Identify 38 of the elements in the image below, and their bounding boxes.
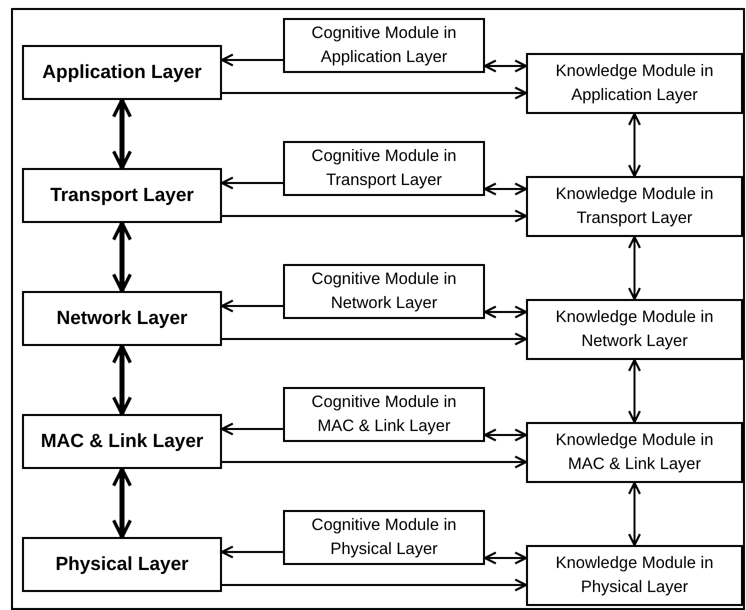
knowledge-module-box: Knowledge Module in Application Layer bbox=[526, 53, 743, 114]
cognitive-module-box: Cognitive Module in Transport Layer bbox=[283, 141, 485, 196]
arrow bbox=[484, 182, 528, 196]
arrow bbox=[628, 236, 641, 300]
arrow bbox=[222, 86, 528, 100]
arrow bbox=[484, 60, 528, 72]
arrow bbox=[220, 54, 283, 66]
arrow bbox=[484, 552, 528, 564]
arrow bbox=[220, 546, 283, 558]
arrow bbox=[222, 578, 528, 592]
arrow bbox=[628, 358, 641, 424]
arrow bbox=[628, 112, 641, 178]
layer-box: MAC & Link Layer bbox=[22, 414, 222, 469]
arrow bbox=[222, 332, 528, 346]
arrow bbox=[222, 456, 528, 468]
arrow bbox=[112, 221, 132, 293]
layer-box: Physical Layer bbox=[22, 537, 222, 592]
arrow bbox=[112, 344, 132, 416]
cognitive-module-box: Cognitive Module in Physical Layer bbox=[283, 510, 485, 565]
layer-box: Network Layer bbox=[22, 291, 222, 346]
arrow bbox=[222, 210, 528, 222]
arrow bbox=[628, 482, 641, 546]
layer-box: Application Layer bbox=[22, 45, 222, 100]
arrow bbox=[220, 176, 283, 190]
arrow bbox=[112, 467, 132, 539]
layer-box: Transport Layer bbox=[22, 168, 222, 223]
knowledge-module-box: Knowledge Module in MAC & Link Layer bbox=[526, 422, 743, 483]
arrow bbox=[484, 428, 528, 442]
arrow bbox=[484, 306, 528, 318]
knowledge-module-box: Knowledge Module in Network Layer bbox=[526, 299, 743, 360]
cognitive-module-box: Cognitive Module in MAC & Link Layer bbox=[283, 387, 485, 442]
cognitive-module-box: Cognitive Module in Application Layer bbox=[283, 18, 485, 73]
arrow bbox=[220, 300, 283, 312]
knowledge-module-box: Knowledge Module in Physical Layer bbox=[526, 545, 743, 606]
cognitive-module-box: Cognitive Module in Network Layer bbox=[283, 264, 485, 319]
arrow bbox=[112, 98, 132, 170]
arrow bbox=[220, 422, 283, 436]
knowledge-module-box: Knowledge Module in Transport Layer bbox=[526, 176, 743, 237]
